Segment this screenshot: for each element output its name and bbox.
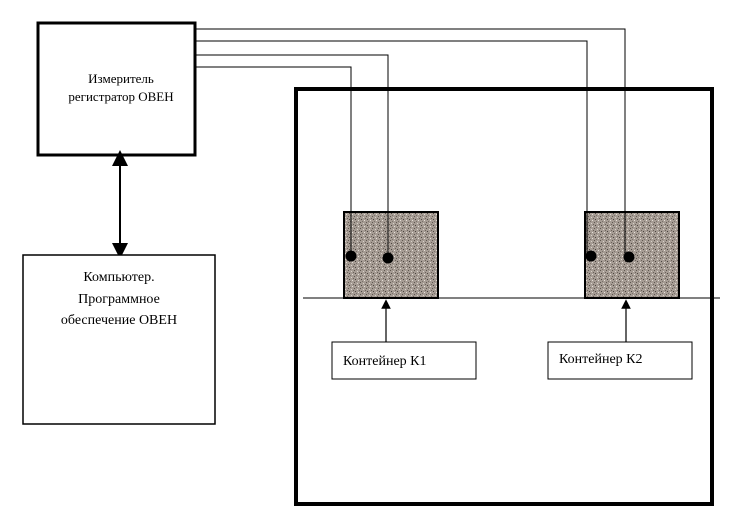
computer-label-line3: обеспечение ОВЕН (61, 313, 177, 328)
sensor-dot-k1-a (345, 250, 357, 262)
computer-label-line1: Компьютер. (83, 270, 154, 285)
container-k2-label: Контейнер К2 (559, 352, 643, 367)
computer-label-line2: Программное (78, 292, 160, 307)
sensor-dot-k1-b (382, 252, 394, 264)
container-k2-label-box: Контейнер К2 (547, 341, 693, 380)
sensor-wire-2 (196, 54, 389, 257)
meter-label-line2: регистратор ОВЕН (68, 89, 173, 104)
sensor-wire-1 (196, 66, 352, 255)
sensor-wires (196, 28, 626, 257)
sensor-wire-4 (196, 28, 626, 257)
sensor-dot-k2-a (585, 250, 597, 262)
meter-recorder-box: Измеритель регистратор ОВЕН (36, 21, 197, 157)
meter-label-line1: Измеритель (88, 71, 154, 86)
computer-box: Компьютер. Программное обеспечение ОВЕН (22, 254, 216, 425)
sensor-dot-k2-b (623, 251, 635, 263)
container-k1-label: Контейнер К1 (343, 354, 427, 369)
chamber-frame (294, 87, 714, 506)
container-k1-label-box: Контейнер К1 (331, 341, 477, 380)
sensor-wire-3 (196, 40, 588, 255)
